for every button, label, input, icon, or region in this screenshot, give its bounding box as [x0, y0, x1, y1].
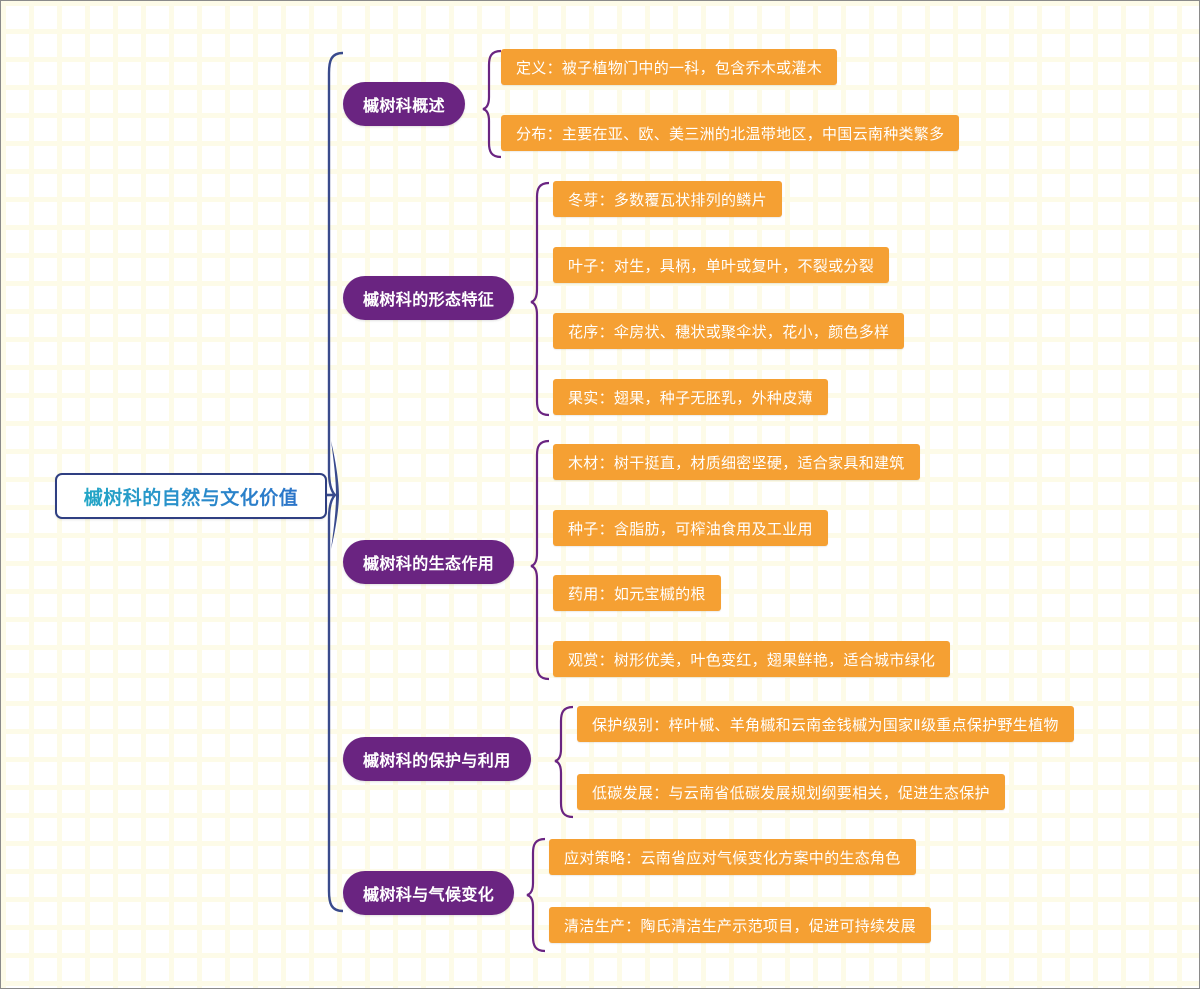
- branch-node-4-label: 槭树科的保护与利用: [363, 753, 511, 770]
- leaf-node-3-3-label: 药用：如元宝槭的根: [568, 585, 706, 603]
- leaf-node-2-1[interactable]: 冬芽：多数覆瓦状排列的鳞片: [553, 181, 782, 217]
- leaf-node-2-1-label: 冬芽：多数覆瓦状排列的鳞片: [568, 191, 767, 209]
- leaf-node-1-1[interactable]: 定义：被子植物门中的一科，包含乔木或灌木: [501, 49, 838, 85]
- branch-node-5[interactable]: 槭树科与气候变化: [343, 871, 515, 915]
- root-node[interactable]: 槭树科的自然与文化价值: [55, 473, 327, 519]
- branch-node-5-label: 槭树科与气候变化: [363, 887, 495, 904]
- leaf-node-1-1-label: 定义：被子植物门中的一科，包含乔木或灌木: [516, 59, 823, 77]
- leaf-node-4-2-label: 低碳发展：与云南省低碳发展规划纲要相关，促进生态保护: [592, 784, 990, 802]
- branch-2-connector: [530, 181, 550, 417]
- branch-4-connector: [554, 705, 574, 819]
- branch-node-1-label: 槭树科概述: [363, 98, 446, 115]
- leaf-node-2-2[interactable]: 叶子：对生，具柄，单叶或复叶，不裂或分裂: [553, 247, 890, 283]
- leaf-node-2-3[interactable]: 花序：伞房状、穗状或聚伞状，花小，颜色多样: [553, 313, 905, 349]
- leaf-node-4-1[interactable]: 保护级别：梓叶槭、羊角槭和云南金钱槭为国家Ⅱ级重点保护野生植物: [577, 706, 1074, 742]
- branch-node-3-label: 槭树科的生态作用: [363, 556, 495, 573]
- leaf-node-2-2-label: 叶子：对生，具柄，单叶或复叶，不裂或分裂: [568, 257, 875, 275]
- branch-3-connector: [530, 439, 550, 681]
- branch-1-connector: [482, 49, 502, 159]
- leaf-node-4-2[interactable]: 低碳发展：与云南省低碳发展规划纲要相关，促进生态保护: [577, 774, 1005, 810]
- leaf-node-3-1[interactable]: 木材：树干挺直，材质细密坚硬，适合家具和建筑: [553, 444, 920, 480]
- leaf-node-2-4-label: 果实：翅果，种子无胚乳，外种皮薄: [568, 389, 813, 407]
- leaf-node-3-4[interactable]: 观赏：树形优美，叶色变红，翅果鲜艳，适合城市绿化: [553, 641, 951, 677]
- leaf-node-3-3[interactable]: 药用：如元宝槭的根: [553, 575, 721, 611]
- leaf-node-5-1[interactable]: 应对策略：云南省应对气候变化方案中的生态角色: [549, 839, 916, 875]
- branch-node-2-label: 槭树科的形态特征: [363, 292, 495, 309]
- root-node-label: 槭树科的自然与文化价值: [84, 483, 299, 510]
- leaf-node-3-4-label: 观赏：树形优美，叶色变红，翅果鲜艳，适合城市绿化: [568, 651, 936, 669]
- leaf-node-2-4[interactable]: 果实：翅果，种子无胚乳，外种皮薄: [553, 379, 828, 415]
- branch-node-4[interactable]: 槭树科的保护与利用: [343, 737, 531, 781]
- branch-node-1[interactable]: 槭树科概述: [343, 82, 466, 126]
- leaf-node-5-1-label: 应对策略：云南省应对气候变化方案中的生态角色: [564, 849, 901, 867]
- branch-5-connector: [526, 837, 546, 953]
- leaf-node-2-3-label: 花序：伞房状、穗状或聚伞状，花小，颜色多样: [568, 323, 890, 341]
- leaf-node-1-2-label: 分布：主要在亚、欧、美三洲的北温带地区，中国云南种类繁多: [516, 125, 945, 143]
- root-connector-main: [327, 51, 344, 913]
- branch-node-2[interactable]: 槭树科的形态特征: [343, 276, 515, 320]
- branch-node-3[interactable]: 槭树科的生态作用: [343, 540, 515, 584]
- leaf-node-4-1-label: 保护级别：梓叶槭、羊角槭和云南金钱槭为国家Ⅱ级重点保护野生植物: [592, 716, 1059, 734]
- leaf-node-3-1-label: 木材：树干挺直，材质细密坚硬，适合家具和建筑: [568, 454, 905, 472]
- leaf-node-5-2[interactable]: 清洁生产：陶氏清洁生产示范项目，促进可持续发展: [549, 907, 931, 943]
- leaf-node-3-2[interactable]: 种子：含脂肪，可榨油食用及工业用: [553, 510, 828, 546]
- root-connector-bulge: [331, 441, 339, 549]
- leaf-node-5-2-label: 清洁生产：陶氏清洁生产示范项目，促进可持续发展: [564, 917, 916, 935]
- leaf-node-3-2-label: 种子：含脂肪，可榨油食用及工业用: [568, 520, 813, 538]
- leaf-node-1-2[interactable]: 分布：主要在亚、欧、美三洲的北温带地区，中国云南种类繁多: [501, 115, 960, 151]
